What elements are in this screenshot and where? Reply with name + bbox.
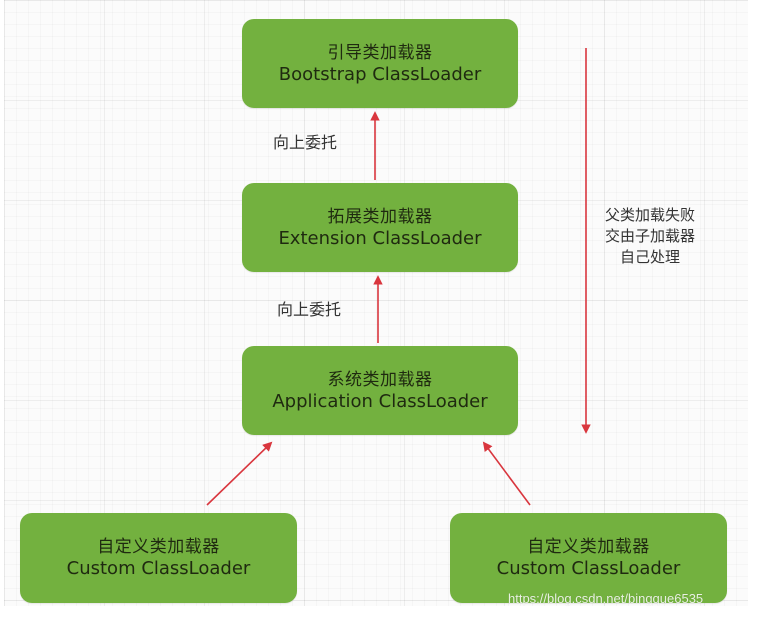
node-label-cn: 拓展类加载器 — [327, 206, 433, 227]
watermark: https://blog.csdn.net/bingque6535 — [508, 591, 704, 606]
node-application-classloader: 系统类加载器 Application ClassLoader — [242, 346, 518, 435]
node-bootstrap-classloader: 引导类加载器 Bootstrap ClassLoader — [242, 19, 518, 108]
node-label-cn: 自定义类加载器 — [97, 537, 220, 557]
node-custom-classloader-right: 自定义类加载器 Custom ClassLoader — [450, 513, 727, 603]
node-label-cn: 系统类加载器 — [327, 369, 433, 390]
node-label-en: Custom ClassLoader — [496, 558, 681, 579]
arrow-custom-right-to-application — [482, 441, 531, 506]
node-label-en: Bootstrap ClassLoader — [278, 63, 482, 85]
node-custom-classloader-left: 自定义类加载器 Custom ClassLoader — [20, 513, 297, 603]
node-label-cn: 自定义类加载器 — [527, 537, 650, 557]
node-extension-classloader: 拓展类加载器 Extension ClassLoader — [242, 183, 518, 272]
node-label-en: Extension ClassLoader — [278, 227, 482, 249]
side-note-line: 父类加载失败 — [604, 206, 695, 224]
side-note-line: 自己处理 — [619, 248, 680, 266]
node-label-en: Custom ClassLoader — [66, 558, 251, 579]
edge-label-delegate-up: 向上委托 — [277, 300, 342, 319]
arrow-custom-left-to-application — [206, 441, 273, 506]
edge-label-delegate-up: 向上委托 — [273, 133, 338, 152]
side-note: 父类加载失败 交由子加载器 自己处理 — [590, 205, 710, 268]
node-label-cn: 引导类加载器 — [327, 42, 433, 63]
side-note-line: 交由子加载器 — [604, 227, 695, 245]
node-label-en: Application ClassLoader — [272, 390, 488, 412]
